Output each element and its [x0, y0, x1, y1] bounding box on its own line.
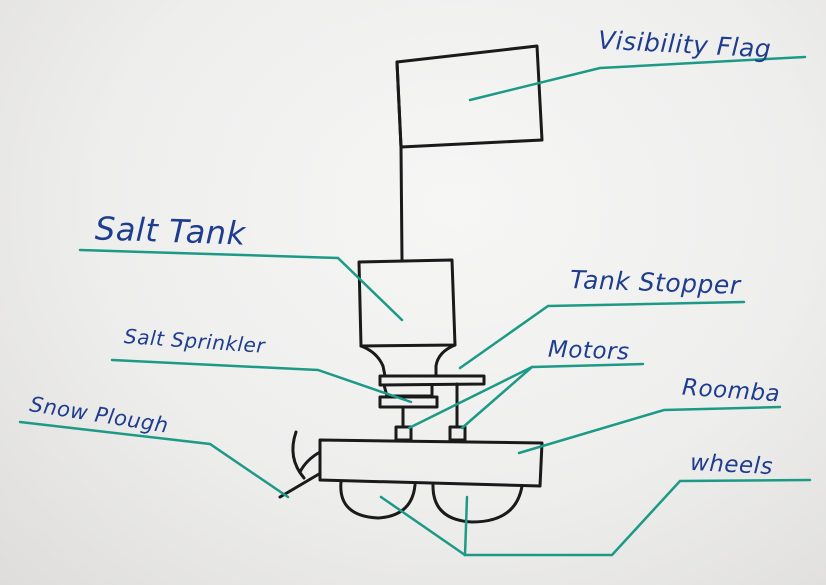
leader-motors-right [460, 362, 645, 430]
wheel-right [431, 482, 524, 524]
leader-salt-tank [78, 248, 404, 322]
leader-roomba [517, 405, 782, 455]
wheel-left [339, 480, 417, 520]
motor-right [448, 425, 467, 442]
snow-plough-blade [291, 430, 306, 480]
tank-stopper-bar [378, 374, 486, 387]
leader-snow-plough [18, 420, 290, 499]
salt-sprinkler-bar [378, 395, 439, 409]
leader-wheels-right [463, 478, 812, 557]
label-motors: Motors [547, 336, 630, 366]
leader-motors-left [407, 365, 534, 430]
flag-banner [395, 44, 544, 149]
label-wheels: wheels [689, 449, 774, 481]
leader-salt-sprinkler [110, 358, 413, 404]
salt-tank-body [357, 258, 457, 348]
leader-visibility-flag [468, 55, 807, 102]
roomba-body [318, 438, 544, 488]
label-tank-stopper: Tank Stopper [569, 265, 742, 300]
leader-tank-stopper [458, 300, 746, 370]
flag-pole [395, 60, 404, 262]
tank-funnel [359, 344, 387, 378]
leader-wheels-left [379, 495, 467, 557]
label-salt-tank: Salt Tank [94, 209, 247, 253]
